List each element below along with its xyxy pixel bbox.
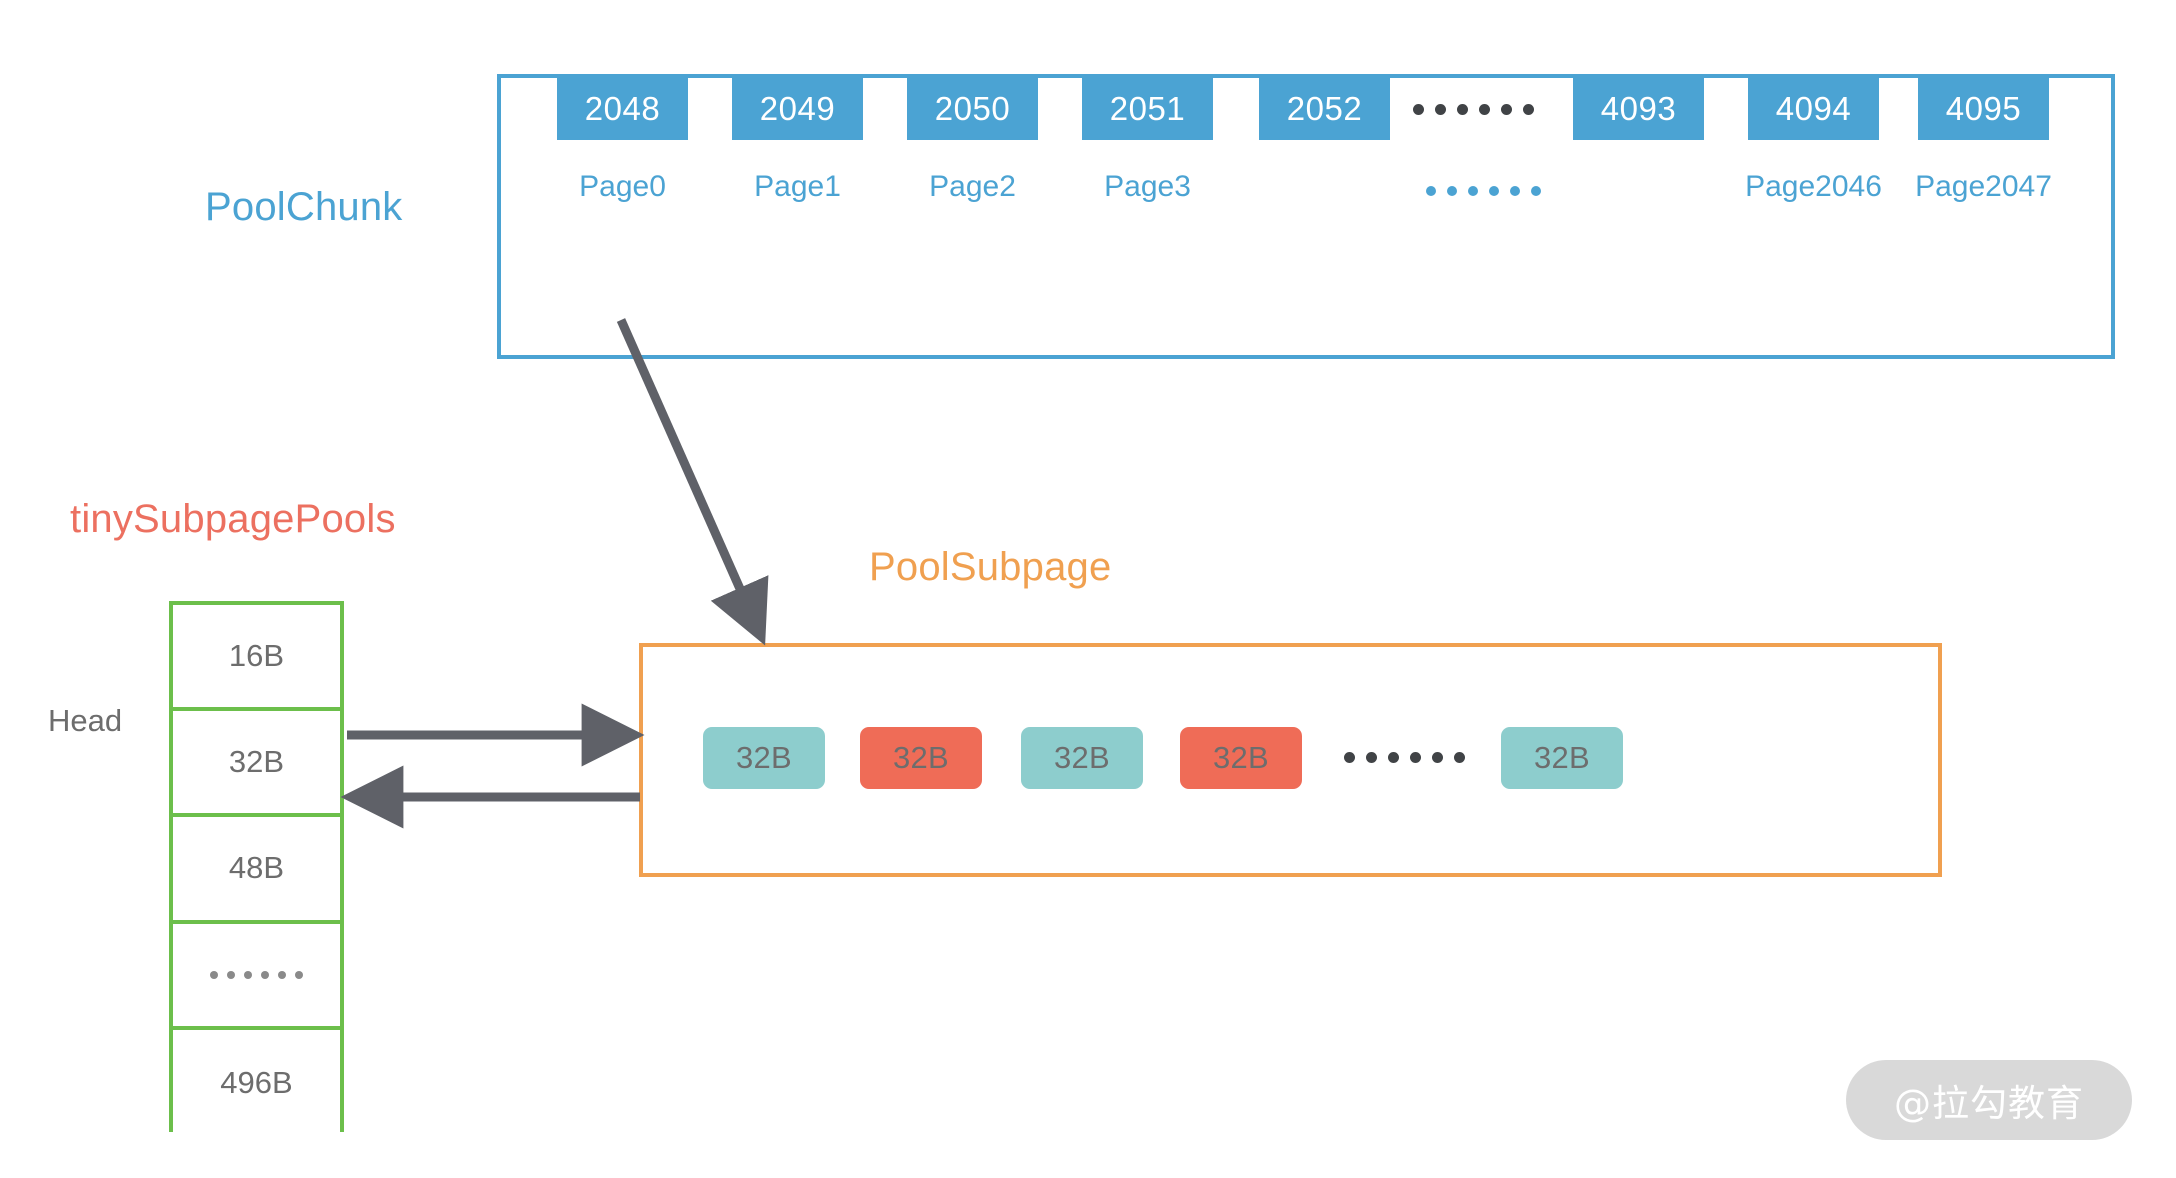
poolchunk-title: PoolChunk (205, 185, 403, 229)
ellipsis-dots (210, 970, 303, 979)
tinysubpagepools-item-label: 496B (220, 1064, 293, 1100)
dot (1457, 104, 1468, 115)
tinysubpagepools-item[interactable]: 496B (173, 1029, 340, 1136)
poolsubpage-chip-allocated[interactable]: 32B (1180, 727, 1302, 789)
poolchunk-page-cell[interactable]: 2051 (1082, 78, 1213, 140)
poolsubpage-chip-free[interactable]: 32B (1501, 727, 1623, 789)
dot (1388, 752, 1399, 763)
dot (1489, 186, 1499, 196)
watermark-badge: @拉勾教育 (1846, 1060, 2132, 1140)
poolchunk-page-cell[interactable]: 4095 (1918, 78, 2049, 140)
poolsubpage-chip-allocated[interactable]: 32B (860, 727, 982, 789)
dot (278, 970, 286, 979)
poolchunk-page-cell[interactable]: 4093 (1573, 78, 1704, 140)
dot (1454, 752, 1465, 763)
poolchunk-label-ellipsis (1426, 186, 1541, 196)
dot (1447, 186, 1457, 196)
dot (1366, 752, 1377, 763)
dot (1531, 186, 1541, 196)
poolchunk-page-label: Page2 (929, 170, 1016, 203)
tinysubpagepools-item-label: 32B (228, 744, 285, 780)
dot (1501, 104, 1512, 115)
tinysubpagepools-item[interactable]: 32B (173, 711, 340, 818)
dot (227, 970, 235, 979)
poolsubpage-title: PoolSubpage (869, 545, 1112, 589)
tinysubpagepools-item[interactable]: 16B (173, 605, 340, 712)
dot (261, 970, 269, 979)
dot (1468, 186, 1478, 196)
poolchunk-page-cell[interactable]: 2052 (1259, 78, 1390, 140)
dot (1410, 752, 1421, 763)
poolchunk-page-label: Page2046 (1745, 170, 1882, 203)
poolsubpage-chip-ellipsis (1344, 752, 1465, 763)
tinysubpagepools-item-label: 16B (228, 638, 285, 674)
poolchunk-page-cell[interactable]: 2048 (557, 78, 688, 140)
arrow-page0-to-subpage (616, 318, 769, 646)
tinysubpagepools-item[interactable] (173, 923, 340, 1030)
head-label: Head (48, 703, 123, 738)
dot (1426, 186, 1436, 196)
tinysubpagepools-item[interactable]: 48B (173, 817, 340, 924)
tinysubpagepools-list: 16B 32B 48B 496B (169, 601, 344, 1136)
dot (210, 970, 218, 979)
dot (1510, 186, 1520, 196)
dot (1344, 752, 1355, 763)
dot (1432, 752, 1443, 763)
dot (1479, 104, 1490, 115)
poolsubpage-chip-row: 32B 32B 32B 32B 32B (643, 647, 1946, 881)
tinysubpagepools-title: tinySubpagePools (70, 497, 396, 541)
poolchunk-cell-ellipsis (1413, 104, 1534, 115)
dot (1523, 104, 1534, 115)
dot (295, 970, 303, 979)
dot (244, 970, 252, 979)
poolsubpage-frame: 32B 32B 32B 32B 32B (639, 643, 1942, 877)
poolchunk-page-cell[interactable]: 4094 (1748, 78, 1879, 140)
poolchunk-page-cell[interactable]: 2049 (732, 78, 863, 140)
poolsubpage-chip-free[interactable]: 32B (703, 727, 825, 789)
poolchunk-page-label: Page0 (579, 170, 666, 203)
poolsubpage-chip-free[interactable]: 32B (1021, 727, 1143, 789)
poolchunk-page-label: Page2047 (1915, 170, 2052, 203)
dot (1413, 104, 1424, 115)
dot (1435, 104, 1446, 115)
poolchunk-page-label: Page3 (1104, 170, 1191, 203)
tinysubpagepools-item-label: 48B (228, 850, 285, 886)
poolchunk-page-label: Page1 (754, 170, 841, 203)
poolchunk-page-cell[interactable]: 2050 (907, 78, 1038, 140)
